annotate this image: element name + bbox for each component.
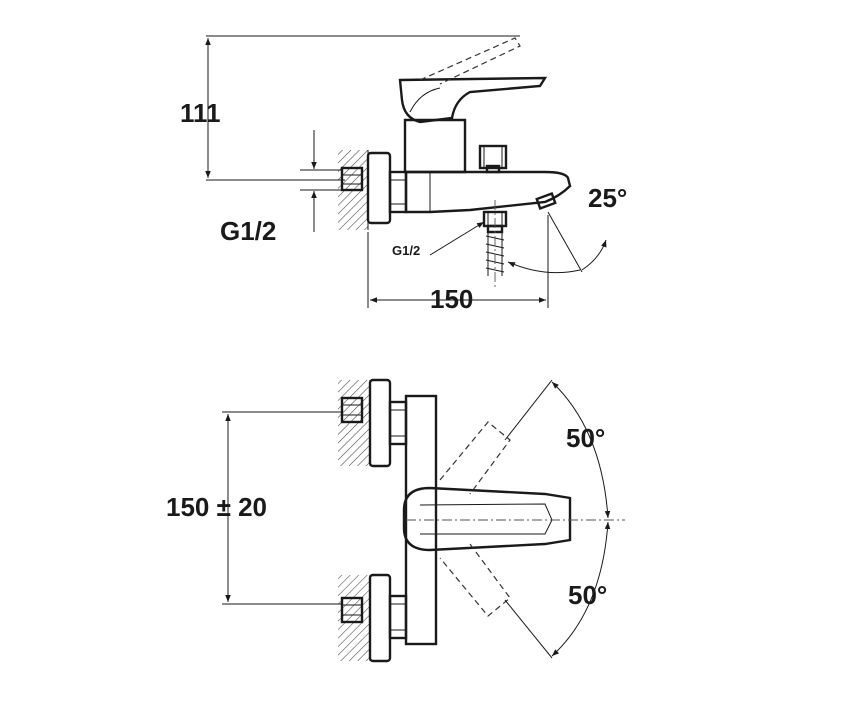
side-view: 111 G1/2 G1/2 150 25° xyxy=(180,35,627,314)
lever-ghost-down xyxy=(439,543,511,617)
diverter-knob xyxy=(478,144,508,170)
wall-hatch-lower xyxy=(338,575,370,661)
upper-flange xyxy=(368,378,392,468)
connector-nut xyxy=(388,170,408,214)
dim-spacing-label: 150 ± 20 xyxy=(166,492,267,522)
angle-25-ray xyxy=(547,211,583,273)
angle-down-label: 50° xyxy=(568,580,607,610)
lever-handle xyxy=(398,76,548,124)
mixer-body xyxy=(404,170,572,214)
lever-ghost-up xyxy=(439,421,511,495)
angle-up-ray xyxy=(504,379,553,441)
thread-label-main: G1/2 xyxy=(220,216,276,246)
spout-aerator xyxy=(535,192,557,210)
angle-up-label: 50° xyxy=(566,423,605,453)
upper-connector xyxy=(340,396,364,424)
eccentric-connector xyxy=(340,166,364,192)
lower-flange xyxy=(368,573,392,663)
lower-nut xyxy=(388,594,408,640)
angle-25-label: 25° xyxy=(588,183,627,213)
cartridge-housing xyxy=(403,118,467,174)
dim-111-label: 111 xyxy=(180,98,221,128)
angle-down-ray xyxy=(504,599,553,659)
lever-top-view xyxy=(402,486,572,552)
lever-raised-ghost xyxy=(419,37,521,85)
upper-nut xyxy=(388,400,408,446)
dim-150-label: 150 xyxy=(430,284,473,314)
wall-flange xyxy=(366,151,392,225)
lower-connector xyxy=(340,596,364,624)
top-view: 50° 50° 150 ± 20 xyxy=(166,378,625,663)
thread-label-outlet: G1/2 xyxy=(392,243,420,258)
